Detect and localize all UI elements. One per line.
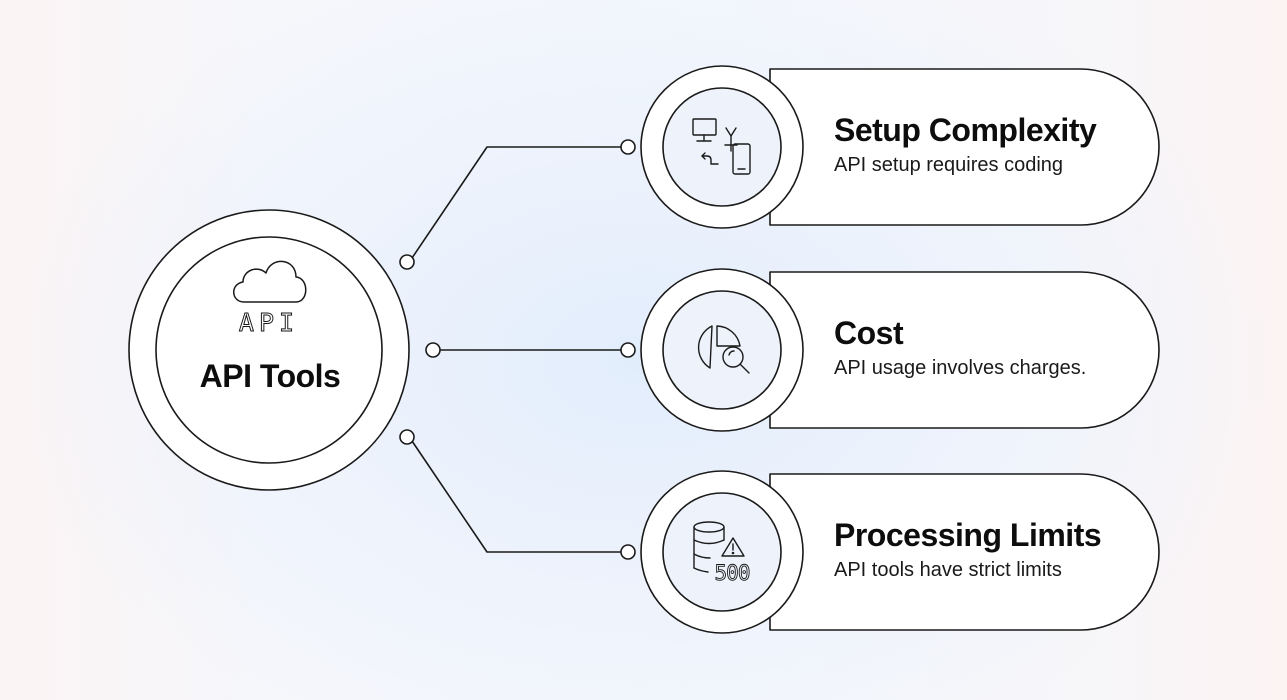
pill-setup: [769, 68, 1160, 226]
item-cost-text: Cost API usage involves charges.: [834, 313, 1164, 381]
item-description-limits: API tools have strict limits: [834, 559, 1062, 581]
hub-title: API Tools: [199, 358, 341, 394]
connector-dot-cost-end: [620, 342, 636, 358]
item-limits-text: Processing Limits API tools have strict …: [834, 515, 1164, 583]
item-description-cost: API usage involves charges.: [834, 357, 1087, 379]
pill-cost: [769, 271, 1160, 429]
device-network-icon: [692, 118, 751, 175]
cloud-api-icon: [233, 260, 307, 303]
item-circle-inner-setup: [662, 87, 782, 207]
connector-line-setup: [411, 146, 623, 259]
item-title-limits: Processing Limits: [834, 517, 1102, 553]
item-title-setup: Setup Complexity: [834, 112, 1097, 148]
item-description-setup: API setup requires coding: [834, 154, 1064, 176]
item-title-cost: Cost: [834, 315, 904, 351]
cloud-api-icon-text: API: [239, 308, 299, 337]
database-warning-icon: [693, 521, 745, 573]
database-warning-icon-text: 500: [715, 561, 750, 585]
connector-dot-limits-start: [399, 429, 415, 445]
item-circle-inner-cost: [662, 290, 782, 410]
pie-chart-magnifier-icon: [697, 325, 750, 374]
item-setup-text: Setup Complexity API setup requires codi…: [834, 110, 1164, 178]
connector-line-limits: [411, 440, 623, 553]
connector-dot-setup-start: [399, 254, 415, 270]
connector-dot-setup-end: [620, 139, 636, 155]
connector-dot-cost-start: [425, 342, 441, 358]
pill-limits: [769, 473, 1160, 631]
connector-dot-limits-end: [620, 544, 636, 560]
item-circle-inner-limits: [662, 492, 782, 612]
hub-circle-inner: [155, 236, 383, 464]
